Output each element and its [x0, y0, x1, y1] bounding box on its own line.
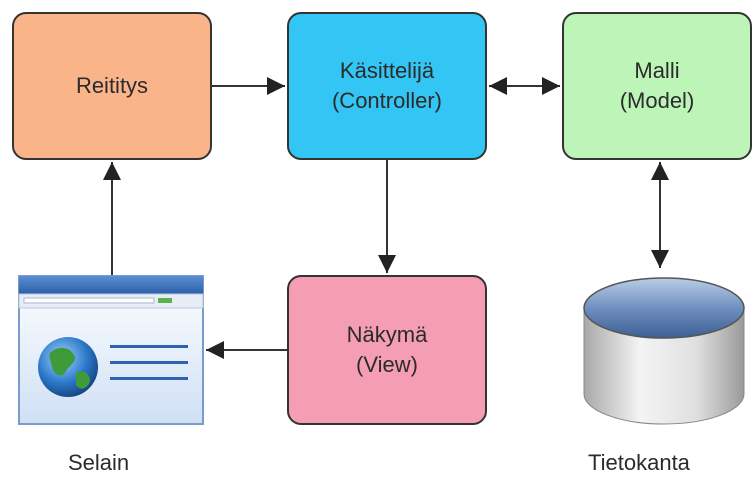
model-sublabel: (Model) [619, 88, 695, 113]
routing-box: Reititys [12, 12, 212, 160]
view-label: Näkymä [346, 322, 428, 347]
model-label: Malli [634, 58, 680, 83]
controller-sublabel: (Controller) [331, 88, 443, 113]
model-box: Malli (Model) [562, 12, 752, 160]
view-sublabel: (View) [356, 352, 418, 377]
browser-window-icon [18, 275, 204, 425]
controller-label: Käsittelijä [339, 58, 435, 83]
routing-label: Reititys [75, 73, 149, 98]
database-caption: Tietokanta [588, 450, 690, 475]
view-box: Näkymä (View) [287, 275, 487, 425]
browser-caption: Selain [68, 450, 130, 475]
database-cylinder-icon [583, 277, 745, 425]
controller-box: Käsittelijä (Controller) [287, 12, 487, 160]
